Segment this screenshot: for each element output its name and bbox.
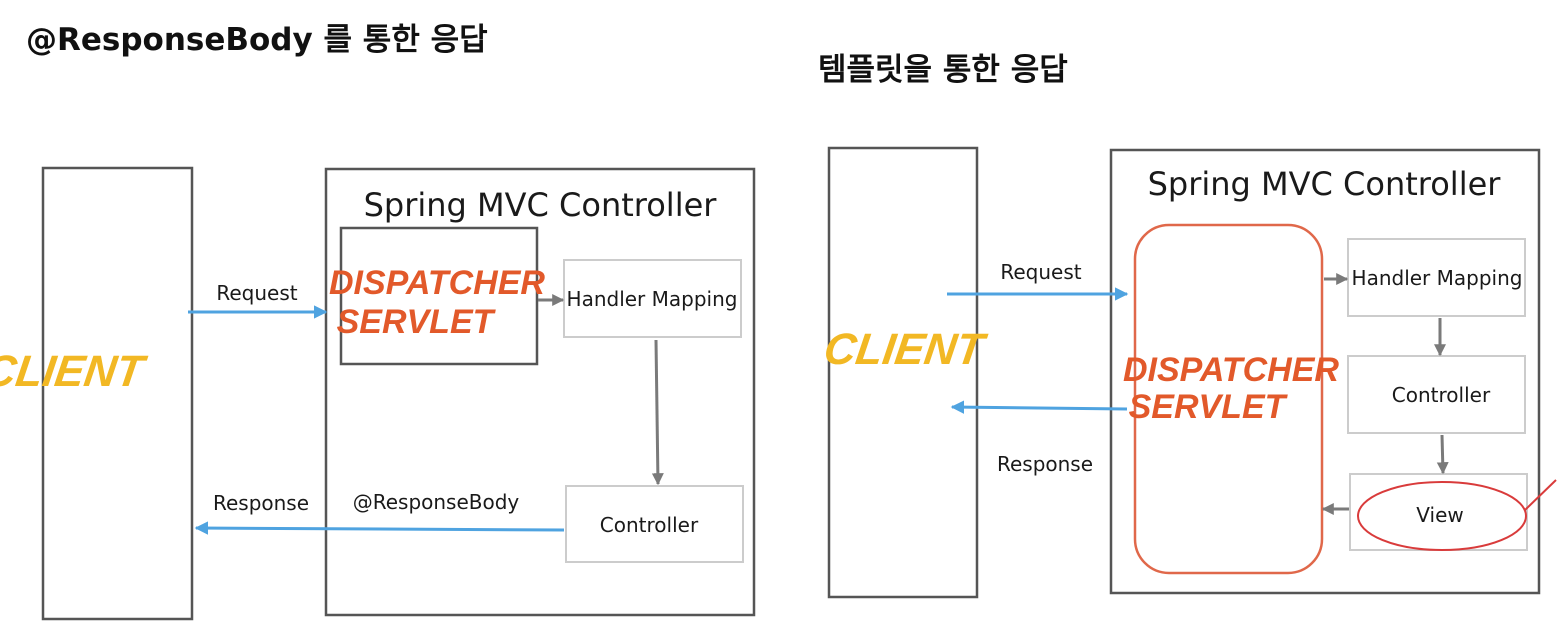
view-highlight-pointer bbox=[1524, 479, 1557, 511]
left-diagram: @ResponseBody 를 통한 응답 CLIENT Spring MVC … bbox=[0, 22, 756, 621]
right-dispatcher-line1: DISPATCHER bbox=[1123, 351, 1339, 389]
left-response-arrow bbox=[194, 521, 565, 535]
right-client-box: CLIENT bbox=[821, 146, 991, 599]
left-handler-to-controller-arrow bbox=[651, 339, 664, 486]
right-view-label: View bbox=[1416, 503, 1463, 527]
right-view: View bbox=[1349, 473, 1557, 551]
right-container-title: Spring MVC Controller bbox=[1148, 165, 1502, 203]
right-diagram: 템플릿을 통한 응답 CLIENT Spring MVC Controller … bbox=[818, 52, 1557, 599]
left-container-title: Spring MVC Controller bbox=[364, 186, 718, 224]
left-controller: Controller bbox=[565, 485, 744, 563]
right-handler-mapping-label: Handler Mapping bbox=[1352, 266, 1523, 290]
right-controller-label: Controller bbox=[1392, 383, 1491, 407]
right-title: 템플릿을 통한 응답 bbox=[818, 52, 1068, 88]
right-handler-mapping: Handler Mapping bbox=[1347, 238, 1526, 317]
view-highlight-circle bbox=[1357, 481, 1527, 551]
left-client-label: CLIENT bbox=[0, 347, 151, 396]
left-responsebody-label: @ResponseBody bbox=[353, 490, 520, 514]
right-client-label: CLIENT bbox=[821, 325, 991, 374]
left-dispatcher-servlet: DISPATCHER SERVLET bbox=[329, 226, 545, 366]
right-response-label: Response bbox=[997, 452, 1093, 476]
left-client-box: CLIENT bbox=[0, 166, 194, 621]
left-controller-label: Controller bbox=[600, 513, 699, 537]
left-title: @ResponseBody 를 통한 응답 bbox=[26, 22, 488, 58]
right-dispatcher-line2: SERVLET bbox=[1129, 388, 1289, 426]
left-handler-mapping-label: Handler Mapping bbox=[567, 287, 738, 311]
right-dispatcher-servlet: DISPATCHER SERVLET bbox=[1123, 223, 1339, 575]
right-response-arrow bbox=[950, 400, 1128, 414]
right-controller: Controller bbox=[1347, 355, 1526, 434]
left-dispatcher-line1: DISPATCHER bbox=[329, 264, 545, 302]
right-request-label: Request bbox=[1000, 260, 1081, 284]
left-handler-mapping: Handler Mapping bbox=[563, 259, 742, 338]
left-response-label: Response bbox=[213, 491, 309, 515]
left-dispatcher-line2: SERVLET bbox=[337, 303, 497, 341]
left-request-label: Request bbox=[216, 281, 297, 305]
right-controller-to-view-arrow bbox=[1436, 434, 1449, 475]
